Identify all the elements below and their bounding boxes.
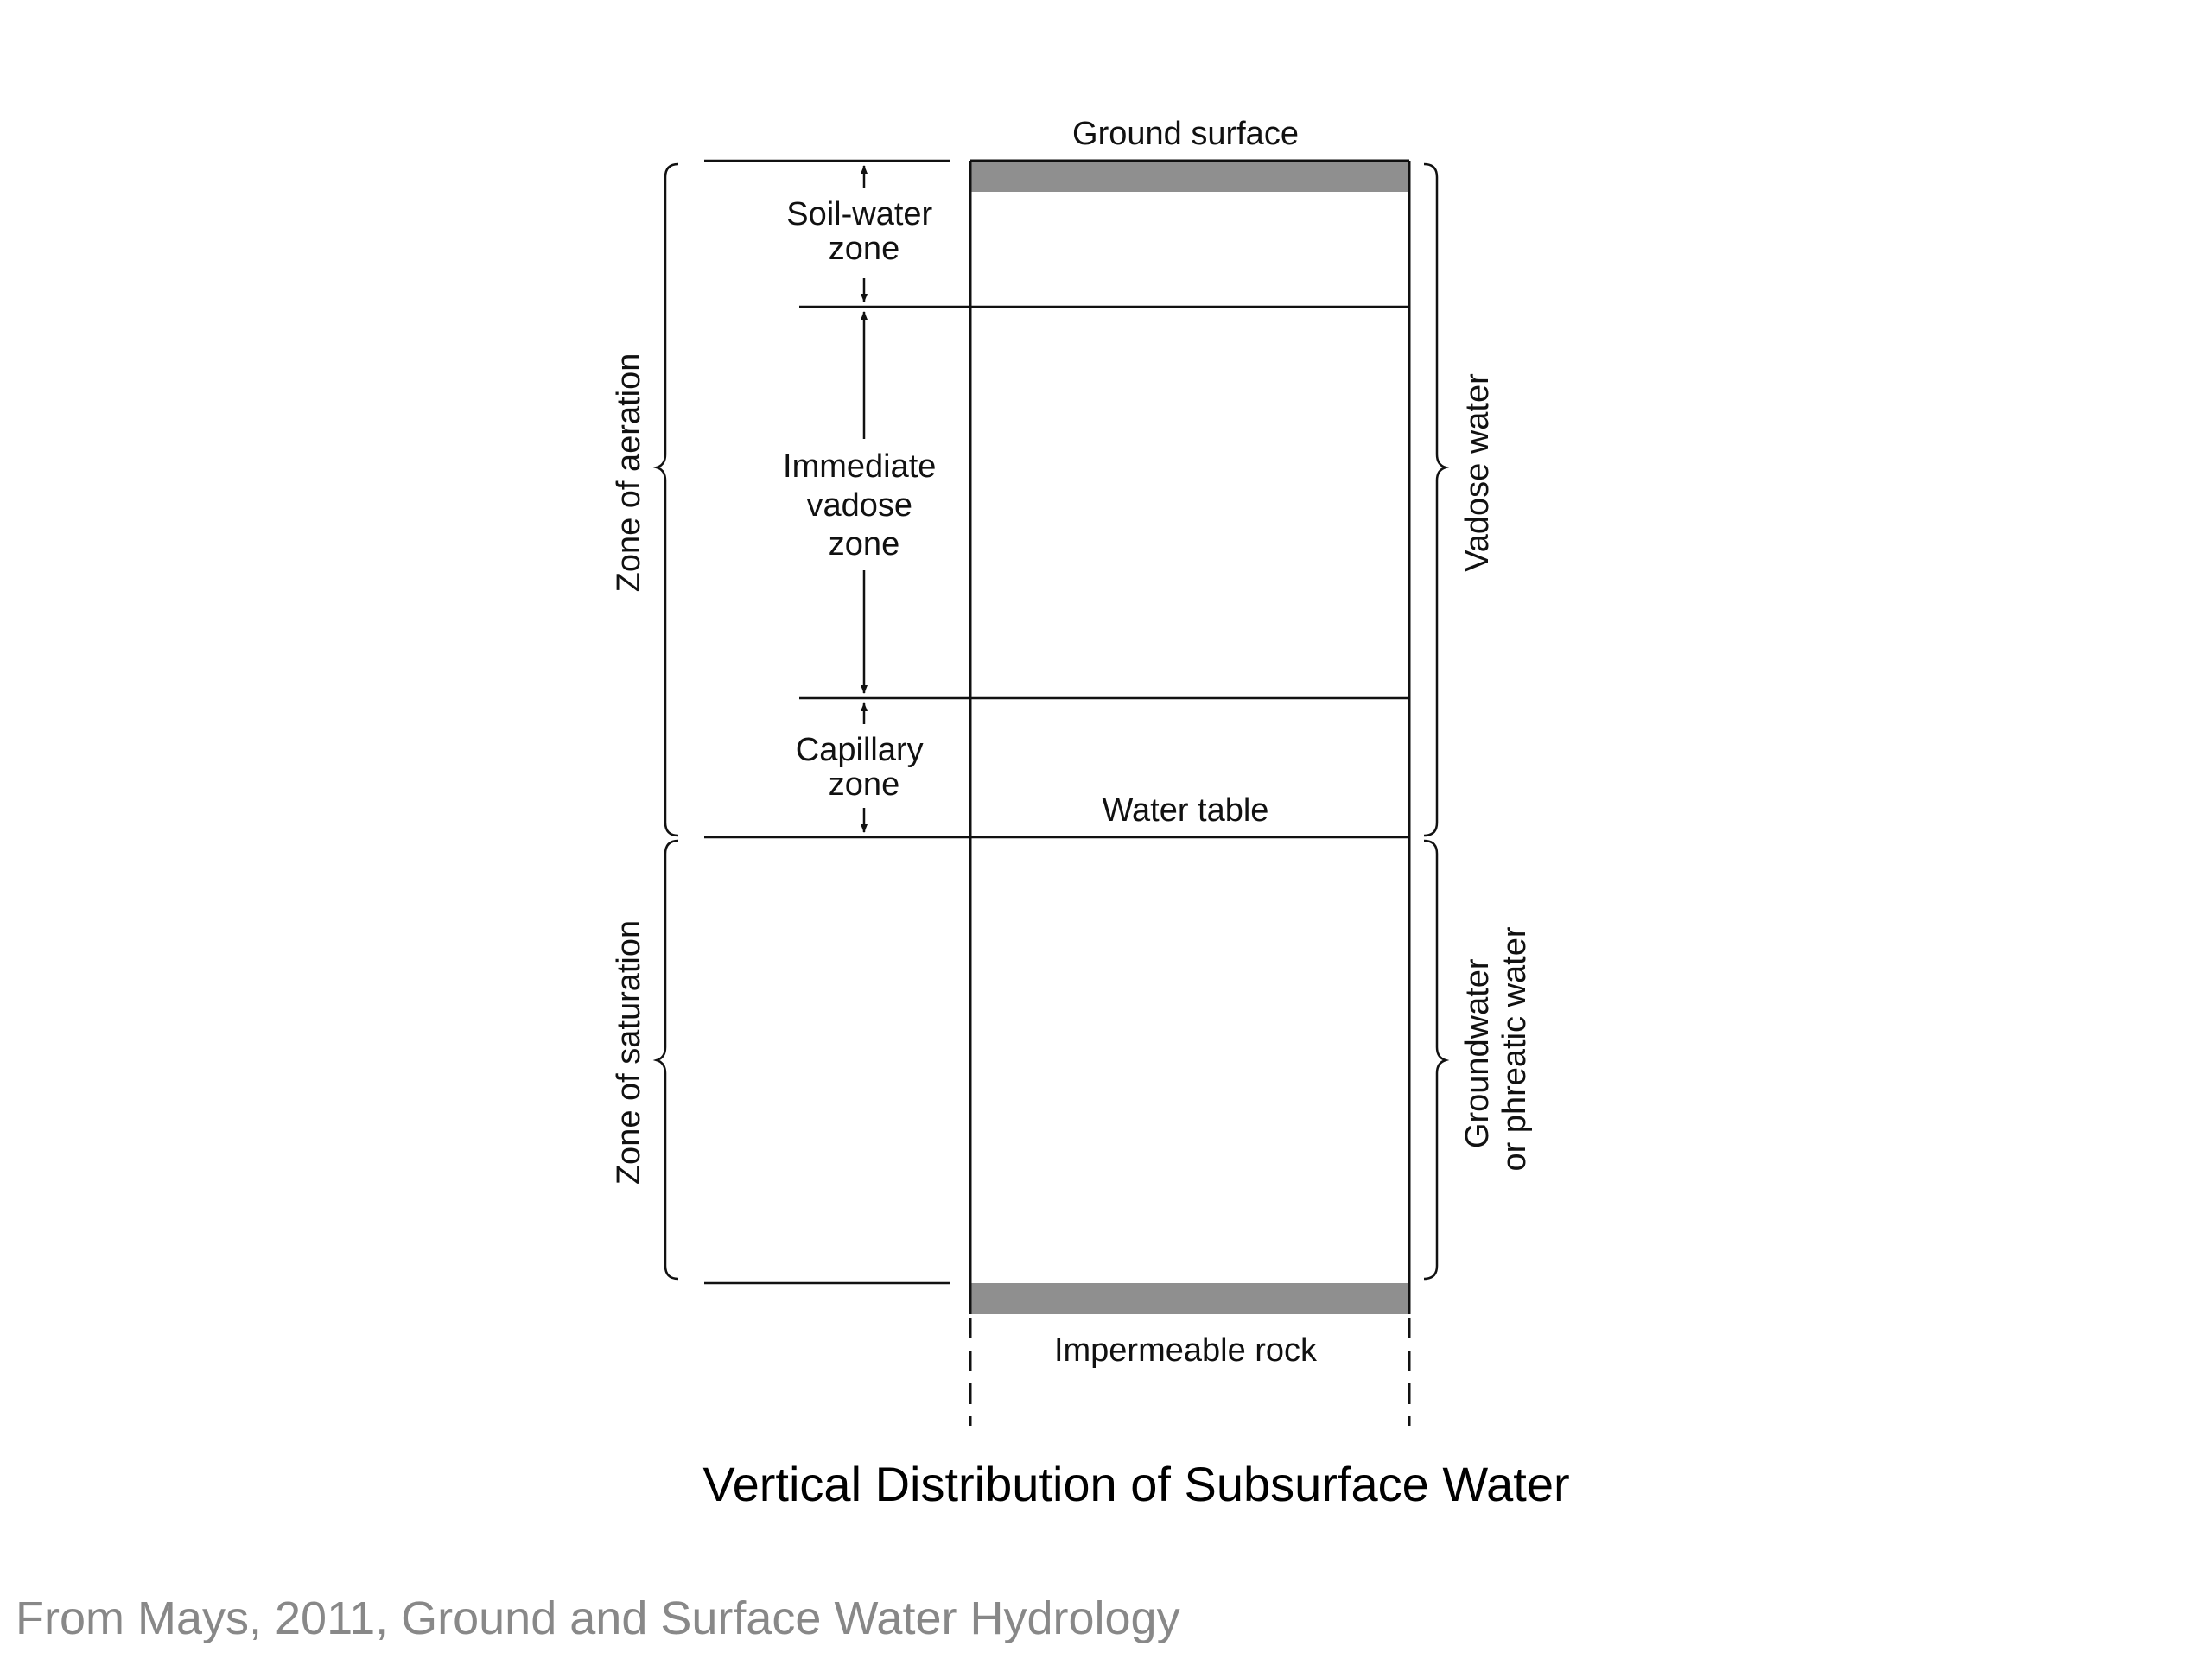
- capillary-zone-label: Capillary zone: [796, 732, 932, 803]
- figure-caption: Vertical Distribution of Subsurface Wate…: [702, 1457, 1570, 1511]
- source-citation: From Mays, 2011, Ground and Surface Wate…: [16, 1592, 1180, 1644]
- zone-of-aeration-brace: [652, 162, 679, 837]
- impermeable-rock-band: [970, 1283, 1409, 1314]
- ground-surface-label: Ground surface: [1072, 116, 1299, 152]
- immediate-vadose-zone-label: Immediate vadose zone: [783, 448, 945, 563]
- groundwater-label: Groundwater or phreatic water: [1459, 926, 1533, 1171]
- water-table-label: Water table: [1103, 792, 1269, 829]
- vadose-water-brace: [1423, 162, 1450, 837]
- ground-surface-band: [970, 161, 1409, 192]
- vadose-water-label: Vadose water: [1459, 373, 1496, 572]
- zone-of-saturation-brace: [652, 839, 679, 1281]
- impermeable-rock-label: Impermeable rock: [1054, 1332, 1318, 1369]
- soil-water-zone-label: Soil-water zone: [786, 196, 942, 267]
- zone-of-saturation-label: Zone of saturation: [611, 920, 647, 1185]
- groundwater-brace: [1423, 839, 1450, 1281]
- zone-of-aeration-label: Zone of aeration: [611, 353, 647, 593]
